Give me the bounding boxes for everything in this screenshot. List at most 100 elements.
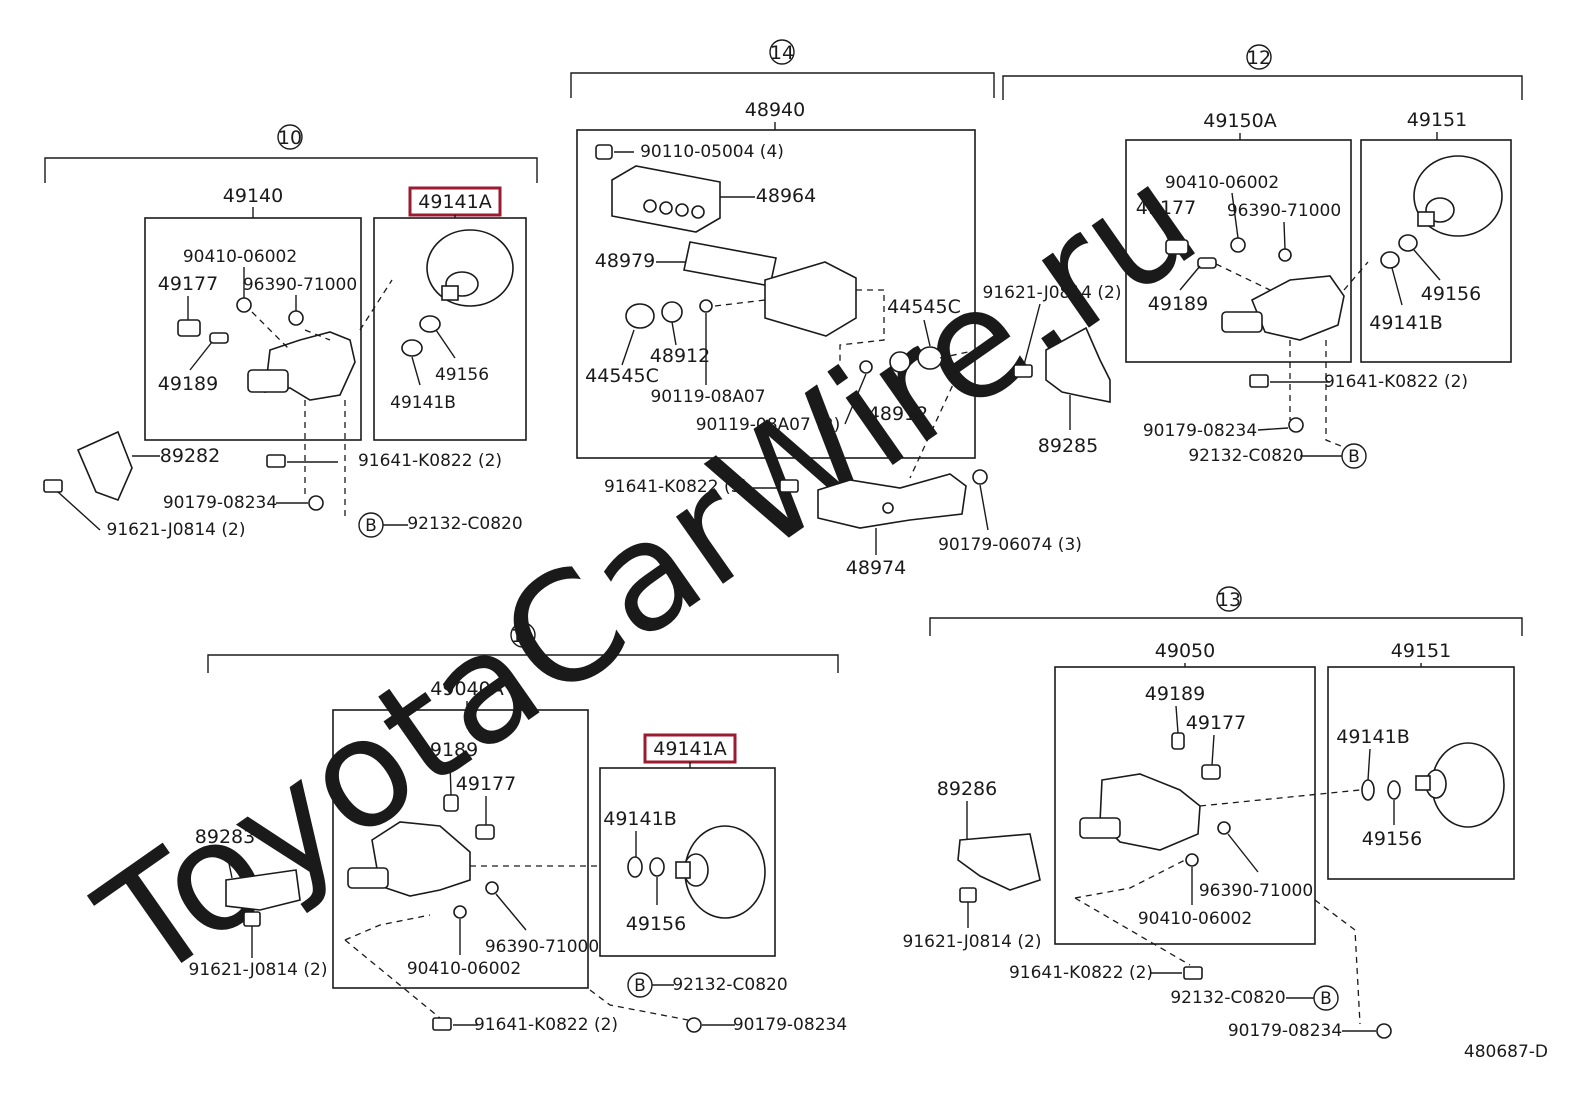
plug-49177-icon [177, 319, 201, 337]
leader [923, 319, 931, 347]
bolt-91641-icon [432, 1017, 452, 1031]
group-10-accumulator-label[interactable]: 49141A [418, 191, 491, 213]
label-44545c-left: 44545C [585, 365, 659, 387]
group-11: 11 49040A 49141A 49141B 49156 49189 4917… [189, 622, 847, 1035]
bolt-91641-icon [1183, 966, 1203, 980]
connection-line [251, 279, 393, 351]
ref-b-label: B [634, 976, 646, 996]
bolt-90410-icon [453, 905, 467, 919]
mount-44545c-icon [625, 303, 655, 329]
o-ring-icon [401, 339, 423, 357]
label-96390: 96390-71000 [485, 937, 599, 957]
connection-line [909, 351, 970, 479]
group-13-number-circle [1216, 586, 1242, 612]
ref-b-label: B [1348, 447, 1360, 467]
leader [844, 373, 867, 425]
label-96390: 96390-71000 [1227, 201, 1341, 221]
connection-line [1215, 261, 1369, 291]
bolt-91641-icon [1249, 374, 1269, 388]
nut-icon [419, 315, 441, 333]
group-10-assembly-label: 49140 [223, 185, 283, 207]
leader [225, 848, 233, 879]
group-10-accumulator-box [373, 217, 527, 441]
bracket-89285-icon [1045, 326, 1111, 403]
collar-48912-right-icon [889, 351, 911, 373]
connector-pin-icon [643, 199, 657, 213]
group-14-number: 14 [770, 42, 794, 64]
leader [621, 329, 635, 366]
o-ring-icon [1380, 251, 1400, 269]
label-49141b: 49141B [390, 393, 456, 413]
sphere-stem-icon [441, 285, 459, 301]
plug-49177-icon [475, 824, 495, 840]
group-11-assembly-box [332, 709, 589, 989]
bracket-89282-icon [76, 430, 133, 502]
gasket-48979-icon [683, 241, 777, 287]
bleeder-49189-icon [1171, 732, 1185, 750]
leader [1231, 192, 1239, 239]
group-10-number: 10 [278, 127, 302, 149]
leader [1023, 303, 1041, 366]
label-49156: 49156 [1421, 283, 1481, 305]
sphere-stem-icon [1417, 211, 1435, 227]
label-90179: 90179-08234 [1143, 421, 1257, 441]
group-13-assembly-label: 49050 [1155, 640, 1215, 662]
bolt-96390-icon [485, 881, 499, 895]
label-89286: 89286 [937, 778, 997, 800]
label-48912-left: 48912 [650, 345, 710, 367]
group-13-accumulator-label: 49151 [1391, 640, 1451, 662]
label-90410: 90410-06002 [1138, 909, 1252, 929]
label-90179: 90179-08234 [733, 1015, 847, 1035]
ref-b-label: B [365, 516, 377, 536]
label-48964: 48964 [756, 185, 816, 207]
label-90410: 90410-06002 [407, 959, 521, 979]
valve-port-icon [347, 867, 389, 889]
label-48974: 48974 [846, 557, 906, 579]
leader [897, 371, 901, 401]
leader [1227, 833, 1259, 873]
leader [1367, 748, 1371, 781]
valve-body-icon [1250, 275, 1345, 341]
leader [1175, 705, 1179, 734]
bracket-89286-icon [957, 833, 1041, 891]
group-13-assembly-box [1054, 666, 1316, 945]
group-10-bracket [44, 157, 538, 183]
ref-b-circle [1341, 443, 1367, 469]
leader [1211, 734, 1215, 766]
group-12-accumulator-label: 49151 [1407, 109, 1467, 131]
label-90179: 90179-06074 (3) [938, 535, 1082, 555]
group-12-accumulator-box [1360, 139, 1512, 363]
label-49177: 49177 [1136, 197, 1196, 219]
group-14-assembly-box [576, 129, 976, 459]
label-49141b: 49141B [1369, 312, 1442, 334]
group-12-bracket [1002, 75, 1523, 100]
label-49177: 49177 [456, 773, 516, 795]
leader [449, 761, 452, 796]
bolt-90119-icon [699, 299, 713, 313]
sphere-stem-icon [675, 861, 691, 879]
plug-49177-icon [1201, 764, 1221, 780]
group-14-assembly-label: 48940 [745, 99, 805, 121]
label-48912-right: 48912 [868, 403, 928, 425]
bracket-hole-icon [882, 502, 894, 514]
label-49156: 49156 [435, 365, 489, 385]
group-12-number-circle [1246, 44, 1272, 70]
group-11-accumulator-label[interactable]: 49141A [653, 738, 726, 760]
leader [1391, 267, 1403, 306]
label-92132: 92132-C0820 [407, 514, 522, 534]
valve-port-icon [247, 369, 289, 393]
label-89282: 89282 [160, 445, 220, 467]
bleeder-49189-icon [209, 332, 229, 344]
label-49189: 49189 [418, 739, 478, 761]
nut-icon [1398, 234, 1418, 252]
label-89283: 89283 [195, 826, 255, 848]
valve-port-icon [1079, 817, 1121, 839]
bolt-96390-icon [1278, 248, 1292, 262]
bolt-91641-icon [779, 479, 799, 493]
group-11-assembly-label: 49040A [430, 678, 503, 700]
label-91641: 91641-K0822 (3) [604, 477, 748, 497]
group-14-number-circle [769, 39, 795, 65]
connection-line [1074, 789, 1361, 899]
plug-49177-icon [1165, 239, 1189, 255]
